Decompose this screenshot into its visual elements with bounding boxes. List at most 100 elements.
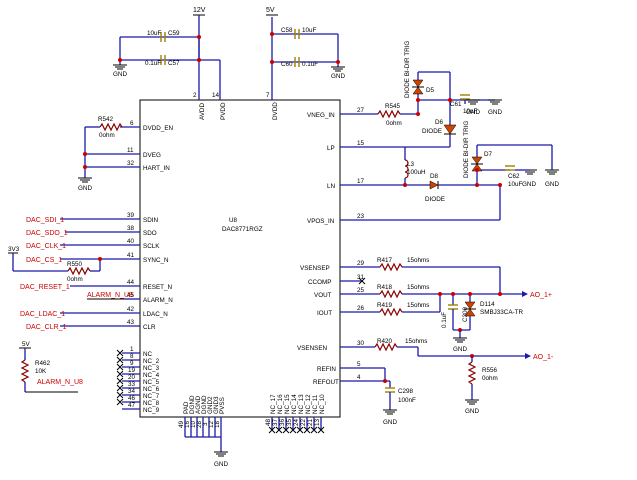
ic-part: DAC8771RGZ: [222, 226, 263, 233]
svg-text:15ohms: 15ohms: [407, 284, 429, 291]
pin-name: SDO: [143, 230, 157, 237]
svg-text:VPOS_IN: VPOS_IN: [307, 218, 335, 225]
svg-text:30: 30: [357, 340, 365, 347]
output-network: R417 15ohms R418 15ohms R419 15ohms 0.1u…: [374, 257, 554, 415]
svg-text:L3: L3: [407, 161, 415, 168]
svg-text:5: 5: [357, 361, 361, 368]
svg-text:GND: GND: [465, 408, 479, 415]
net-dac-clr: DAC_CLR_1: [26, 324, 67, 331]
pin-name: HART_IN: [143, 165, 170, 172]
svg-text:28: 28: [196, 420, 203, 428]
svg-text:36: 36: [279, 418, 286, 426]
pin-name: CLR: [143, 324, 156, 331]
svg-text:100nF: 100nF: [398, 397, 416, 404]
svg-text:R545: R545: [385, 103, 401, 110]
svg-text:46: 46: [128, 395, 136, 402]
nc-mark: [358, 277, 366, 285]
net-ao-neg: AO_1-: [533, 354, 554, 361]
svg-text:NC_17: NC_17: [270, 394, 277, 414]
svg-text:17: 17: [357, 178, 365, 185]
bottom-gnd: GND: [214, 451, 228, 468]
net-dac-sdo: DAC_SDO_1: [26, 230, 68, 237]
svg-text:NC_13: NC_13: [298, 394, 305, 414]
svg-text:31: 31: [357, 274, 365, 281]
svg-text:CCOMP: CCOMP: [308, 279, 331, 286]
svg-text:47: 47: [128, 402, 136, 409]
svg-text:33: 33: [128, 381, 136, 388]
svg-text:19: 19: [128, 367, 136, 374]
svg-text:DGND: DGND: [189, 395, 196, 414]
svg-text:NC_9: NC_9: [143, 407, 160, 414]
alarm-pullup: 5V R462 10K ALARM_N_U8: [19, 341, 83, 393]
svg-text:9: 9: [130, 360, 134, 367]
svg-text:23: 23: [357, 213, 365, 220]
net-dac-cs: DAC_CS_1: [26, 257, 62, 264]
svg-text:GND: GND: [113, 71, 127, 78]
svg-text:GND: GND: [214, 461, 228, 468]
svg-text:GND: GND: [488, 109, 502, 116]
svg-text:DVDD: DVDD: [272, 102, 279, 120]
avdd-decoupling: 12V 10uF C59 0.1uF C57 GND: [113, 7, 220, 78]
svg-text:C61: C61: [450, 101, 462, 108]
svg-text:REFIN: REFIN: [317, 366, 336, 373]
pin-num: 6: [130, 120, 134, 127]
svg-text:GND: GND: [466, 109, 480, 116]
svg-text:10uF: 10uF: [508, 181, 523, 188]
svg-text:48: 48: [265, 418, 272, 426]
svg-text:10: 10: [190, 420, 197, 428]
svg-text:NC_3: NC_3: [143, 365, 160, 372]
bottom-pins: 49 16 10 28 3 12 18 PAD DGND AGND DGND G…: [178, 395, 226, 452]
svg-text:NC_16: NC_16: [277, 394, 284, 414]
svg-text:R419: R419: [377, 302, 393, 309]
svg-text:D6: D6: [435, 119, 444, 126]
svg-text:D114: D114: [480, 301, 495, 308]
svg-text:R417: R417: [377, 257, 393, 264]
svg-text:0ohm: 0ohm: [99, 132, 115, 139]
svg-text:C59: C59: [168, 30, 180, 37]
gnd-symbols-d7: GND GND: [515, 169, 559, 188]
svg-text:21: 21: [307, 418, 314, 426]
svg-text:3V3: 3V3: [8, 246, 20, 253]
svg-text:0ohm: 0ohm: [482, 375, 498, 382]
svg-text:0.1uF: 0.1uF: [441, 312, 448, 328]
svg-text:C298: C298: [398, 388, 414, 395]
svg-text:1: 1: [130, 346, 134, 353]
svg-text:10uF: 10uF: [302, 27, 317, 34]
svg-text:15: 15: [357, 140, 365, 147]
vneg-network: R545 0ohm DIODE BI-DIR TRIG D5 C61 10uF …: [377, 41, 502, 148]
pin-num: 39: [127, 212, 135, 219]
svg-text:10uF: 10uF: [147, 30, 162, 37]
svg-text:15ohms: 15ohms: [407, 257, 429, 264]
svg-text:26: 26: [357, 305, 365, 312]
svg-text:VSENSEP: VSENSEP: [300, 265, 330, 272]
svg-text:ALARM_N_U8: ALARM_N_U8: [37, 379, 83, 386]
sync-pullup: 3V3 R550 0ohm: [8, 246, 102, 283]
svg-text:AVDD: AVDD: [199, 103, 206, 120]
svg-text:24: 24: [293, 418, 300, 426]
svg-text:15ohms: 15ohms: [405, 338, 427, 345]
svg-text:DIODE BI-DIR TRIG: DIODE BI-DIR TRIG: [463, 121, 470, 178]
net-ao-pos: AO_1+: [530, 292, 552, 299]
svg-text:12: 12: [208, 420, 215, 428]
svg-text:14: 14: [212, 92, 220, 99]
svg-text:VSENSEN: VSENSEN: [297, 345, 328, 352]
svg-text:0ohm: 0ohm: [386, 120, 402, 127]
svg-text:R556: R556: [482, 367, 498, 374]
svg-text:LN: LN: [327, 183, 336, 190]
svg-text:34: 34: [128, 388, 136, 395]
ref-network: C298 100nF GND: [383, 368, 416, 426]
svg-text:D5: D5: [426, 87, 435, 94]
svg-text:13: 13: [314, 418, 321, 426]
pin-name: SDIN: [143, 217, 158, 224]
pin-num: 32: [127, 160, 135, 167]
svg-text:NC_10: NC_10: [319, 394, 326, 414]
svg-text:C62: C62: [508, 173, 520, 180]
svg-text:49: 49: [178, 420, 185, 428]
svg-text:NC_5: NC_5: [143, 379, 160, 386]
svg-text:18: 18: [214, 420, 221, 428]
svg-text:GND: GND: [545, 181, 559, 188]
svg-text:C58: C58: [281, 27, 293, 34]
svg-text:25: 25: [357, 287, 365, 294]
